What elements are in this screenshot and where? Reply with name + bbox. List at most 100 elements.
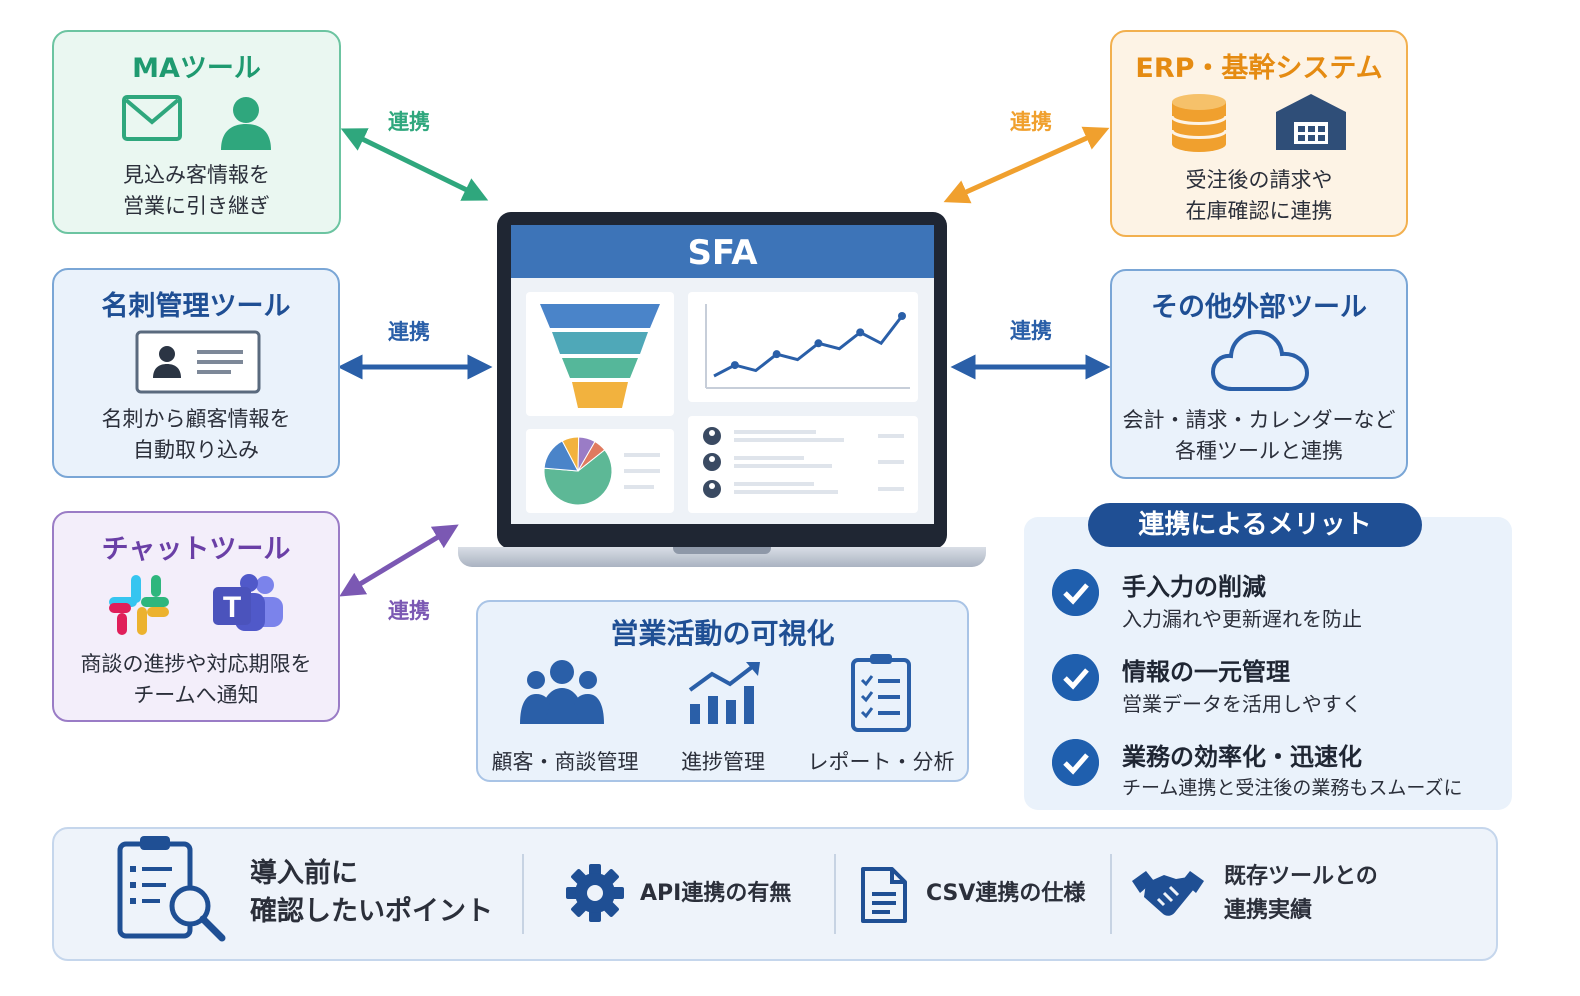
funnel-panel: [526, 292, 674, 416]
other-tools-desc-line1: 会計・請求・カレンダーなど: [1122, 408, 1396, 432]
ma-tool-card: MAツール 見込み客情報を 営業に引き継ぎ: [52, 30, 341, 234]
sfa-pie-slice: [577, 440, 606, 472]
laptop-base: [458, 547, 986, 567]
sfa-pie-chart: [543, 436, 660, 506]
ma-icons: [54, 94, 339, 150]
erp-system-desc: 受注後の請求や 在庫確認に連携: [1112, 165, 1406, 227]
merit-title: 連携によるメリット: [1088, 503, 1422, 547]
existing-tools-line1: 既存ツールとの: [1224, 864, 1378, 889]
growth-chart-icon: [688, 662, 760, 724]
sales-visualization-box: 営業活動の可視化 顧客・商談管理 進捗管理 レポート・分析: [476, 600, 969, 782]
funnel-segment: [562, 358, 638, 378]
checkpoints-title-line2: 確認したいポイント: [250, 896, 493, 927]
merit-heading-3: 業務の効率化・迅速化: [1122, 743, 1362, 771]
merit-box: [1024, 517, 1512, 810]
line-chart-panel: [688, 292, 918, 402]
arrow-erp: [943, 126, 1110, 204]
checkpoints-bar: [52, 827, 1498, 961]
erp-system-title: ERP・基幹システム: [1135, 53, 1383, 84]
chat-icons: T: [54, 573, 338, 637]
check-icon: [1052, 654, 1099, 701]
laptop-notch: [673, 547, 771, 554]
funnel-segment: [572, 382, 628, 408]
divider-1: [522, 854, 524, 934]
handshake-icon: [1132, 871, 1204, 916]
funnel-segment: [540, 304, 660, 328]
erp-system-desc-line1: 受注後の請求や: [1185, 168, 1333, 192]
merit-sub-1: 入力漏れや更新遅れを防止: [1122, 607, 1362, 631]
ma-tool-title: MAツール: [132, 53, 261, 84]
merit-sub-3: チーム連携と受注後の業務もスムーズに: [1122, 777, 1463, 799]
ma-tool-desc-line2: 営業に引き継ぎ: [123, 194, 270, 218]
arrow-chat: [339, 524, 459, 597]
user-list-panel: [688, 416, 918, 513]
person-icon: [220, 97, 271, 150]
building-icon: [1276, 94, 1346, 150]
sfa-line-point: [772, 350, 781, 359]
link-label-chat: 連携: [388, 599, 430, 623]
chat-tool-title: チャットツール: [101, 534, 291, 565]
csv-link-label: CSV連携の仕様: [926, 881, 1086, 906]
business-card-tool-title: 名刺管理ツール: [101, 291, 291, 322]
checklist-icon: [851, 654, 911, 732]
clipboard-search-icon: [117, 836, 226, 942]
ma-tool-desc-line1: 見込み客情報を: [123, 163, 270, 187]
mail-icon: [121, 95, 182, 141]
chat-tool-desc-line1: 商談の進捗や対応期限を: [80, 652, 312, 676]
check-icon: [1052, 569, 1099, 616]
divider-3: [1110, 854, 1112, 934]
business-card-tool-desc-line2: 自動取り込み: [133, 438, 259, 462]
other-tools-desc: 会計・請求・カレンダーなど 各種ツールと連携: [1112, 405, 1406, 467]
merit-heading-2: 情報の一元管理: [1122, 658, 1290, 686]
cloud-icon: [1210, 329, 1310, 391]
chat-tool-desc-line2: チームへ通知: [133, 683, 259, 707]
chat-tool-card: チャットツール T 商談の進捗や対応期限を チームへ通知: [52, 511, 340, 722]
database-icon: [1170, 94, 1228, 152]
svg-text:T: T: [223, 591, 241, 624]
check-icon: [1052, 739, 1099, 786]
slack-icon: [109, 575, 169, 635]
sfa-line-point: [814, 339, 823, 348]
erp-system-card: ERP・基幹システム 受注後の請求や 在庫確認に連携: [1110, 30, 1408, 237]
ma-tool-desc: 見込み客情報を 営業に引き継ぎ: [54, 160, 339, 222]
visualization-title: 営業活動の可視化: [610, 617, 835, 650]
chat-tool-desc: 商談の進捗や対応期限を チームへ通知: [54, 649, 338, 711]
visualization-item-report: レポート・分析: [807, 750, 955, 774]
other-tools-desc-line2: 各種ツールと連携: [1175, 439, 1343, 463]
other-tools-title: その他外部ツール: [1151, 292, 1367, 323]
other-tools-card: その他外部ツール 会計・請求・カレンダーなど 各種ツールと連携: [1110, 269, 1408, 479]
document-icon: [861, 867, 907, 923]
visualization-item-customer: 顧客・商談管理: [491, 750, 639, 774]
sfa-title: SFA: [511, 225, 934, 278]
business-card-tool-card: 名刺管理ツール 名刺から顧客情報を 自動取り込み: [52, 268, 340, 478]
sfa-line-series: [713, 315, 904, 378]
existing-tools-line2: 連携実績: [1224, 898, 1313, 923]
sfa-line-point: [730, 361, 739, 370]
existing-tools-label: 既存ツールとの 連携実績: [1224, 860, 1378, 928]
user-list-icon: [703, 427, 904, 498]
business-card-tool-desc-line1: 名刺から顧客情報を: [101, 407, 291, 431]
merit-sub-2: 営業データを活用しやすく: [1122, 692, 1362, 716]
teams-icon: T: [213, 574, 283, 631]
gear-icon: [566, 864, 624, 922]
api-link-label: API連携の有無: [640, 881, 792, 906]
erp-system-desc-line2: 在庫確認に連携: [1185, 199, 1333, 223]
checkpoints-title-line1: 導入前に: [250, 858, 358, 889]
link-label-ma: 連携: [388, 110, 430, 134]
link-label-erp: 連携: [1010, 110, 1052, 134]
checkpoints-title: 導入前に 確認したいポイント: [250, 855, 493, 931]
merit-heading-1: 手入力の削減: [1122, 573, 1266, 601]
arrow-ma: [340, 128, 489, 201]
erp-icons: [1112, 92, 1406, 154]
sfa-line-point: [898, 312, 906, 320]
sfa-line-point: [856, 328, 865, 337]
sfa-pie-slice: [543, 449, 613, 506]
people-icon: [520, 660, 604, 724]
business-card-tool-desc: 名刺から顧客情報を 自動取り込み: [54, 404, 338, 466]
pie-chart-panel: [526, 429, 674, 513]
visualization-item-progress: 進捗管理: [681, 750, 765, 774]
business-card-icon: [135, 330, 261, 394]
sfa-line-chart: [705, 304, 910, 389]
funnel-chart-icon: [540, 304, 660, 408]
